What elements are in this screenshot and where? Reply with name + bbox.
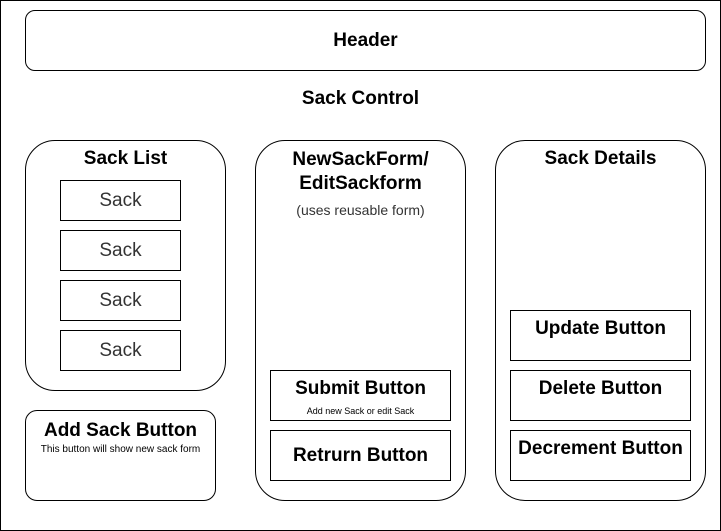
submit-button[interactable]: Submit Button Add new Sack or edit Sack [270, 370, 451, 421]
delete-button[interactable]: Delete Button [510, 370, 691, 421]
submit-button-note: Add new Sack or edit Sack [306, 405, 415, 416]
update-button-label: Update Button [535, 318, 666, 339]
update-button[interactable]: Update Button [510, 310, 691, 361]
decrement-button[interactable]: Decrement Button [510, 430, 691, 481]
sack-list-item[interactable]: Sack [60, 330, 181, 371]
return-button[interactable]: Retrurn Button [270, 430, 451, 481]
add-sack-button[interactable]: Add Sack Button This button will show ne… [25, 410, 216, 501]
sack-list-item[interactable]: Sack [60, 280, 181, 321]
sack-list-item[interactable]: Sack [60, 230, 181, 271]
form-title-line2: EditSackform [299, 173, 422, 194]
decrement-button-label: Decrement Button [518, 438, 683, 459]
header-box: Header [25, 10, 706, 71]
add-sack-button-label: Add Sack Button [43, 420, 198, 441]
sack-list-item[interactable]: Sack [60, 180, 181, 221]
form-subtitle: (uses reusable form) [296, 202, 425, 218]
add-sack-button-note: This button will show new sack form [40, 443, 201, 455]
header-label: Header [333, 29, 398, 51]
return-button-label: Retrurn Button [292, 444, 429, 466]
submit-button-label: Submit Button [295, 378, 426, 399]
page-title: Sack Control [301, 88, 420, 109]
delete-button-label: Delete Button [538, 378, 663, 399]
sack-list-title: Sack List [83, 148, 168, 169]
sack-details-title: Sack Details [544, 148, 657, 169]
form-title-line1: NewSackForm/ [292, 149, 429, 170]
